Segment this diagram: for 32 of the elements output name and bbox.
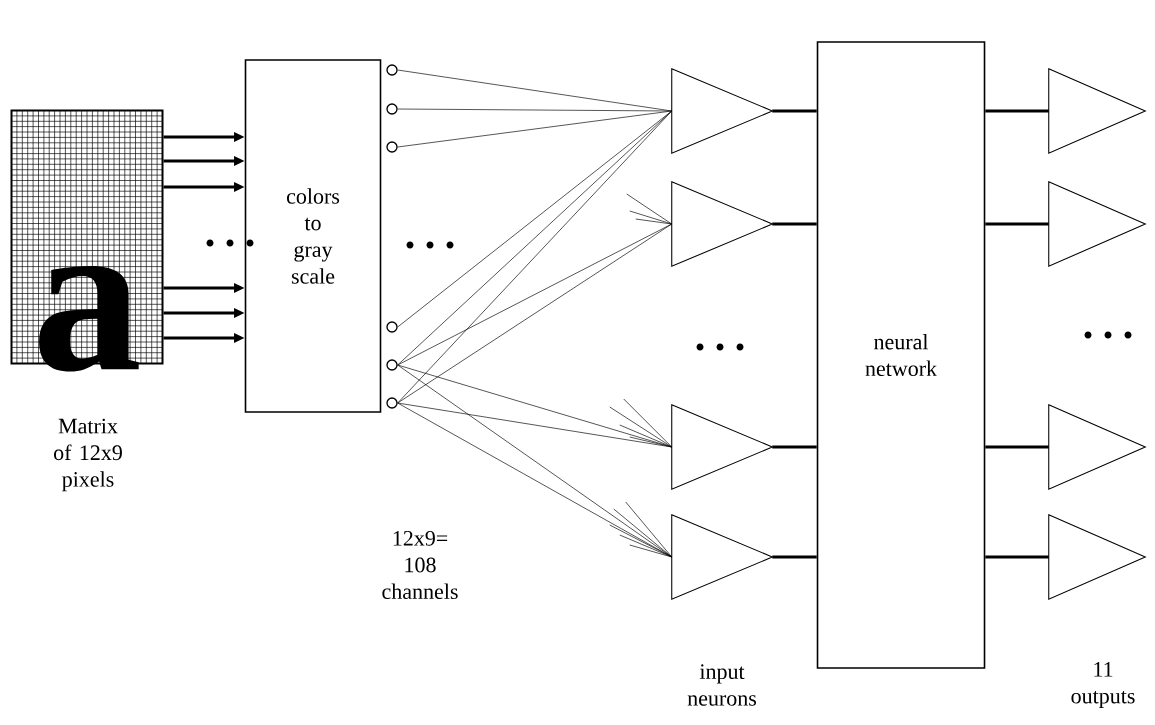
caption: 12x9= 108 channels <box>382 530 458 600</box>
terminal <box>386 359 398 371</box>
connection-line <box>626 193 673 225</box>
connection-line <box>985 109 1049 113</box>
connection-line <box>985 555 1049 559</box>
connection-line <box>772 222 817 226</box>
connection-line <box>772 555 817 559</box>
caption: input neurons <box>687 664 757 706</box>
connection-line <box>629 544 673 558</box>
connection-line <box>397 223 673 404</box>
connection-line <box>629 436 673 448</box>
terminal <box>386 64 398 76</box>
connection-line <box>623 398 673 448</box>
network-box: neural network <box>816 41 986 669</box>
connection-line <box>619 534 673 558</box>
connection-line <box>985 222 1049 226</box>
connection-line <box>985 445 1049 449</box>
connection-line <box>772 109 817 113</box>
connection-line <box>397 223 673 366</box>
converter-box: colors to gray scale <box>244 59 382 413</box>
connection-line <box>619 424 673 448</box>
terminal <box>386 397 398 409</box>
terminal <box>386 141 398 153</box>
connection-line <box>397 110 673 148</box>
connection-line <box>772 445 817 449</box>
terminal <box>386 103 398 115</box>
connection-line <box>625 501 673 558</box>
terminal <box>386 321 398 333</box>
caption: Matrix of 12x9 pixels <box>54 418 122 492</box>
connection-line <box>397 108 673 112</box>
caption: 11 outputs <box>1071 662 1135 708</box>
connection-line <box>635 218 673 225</box>
